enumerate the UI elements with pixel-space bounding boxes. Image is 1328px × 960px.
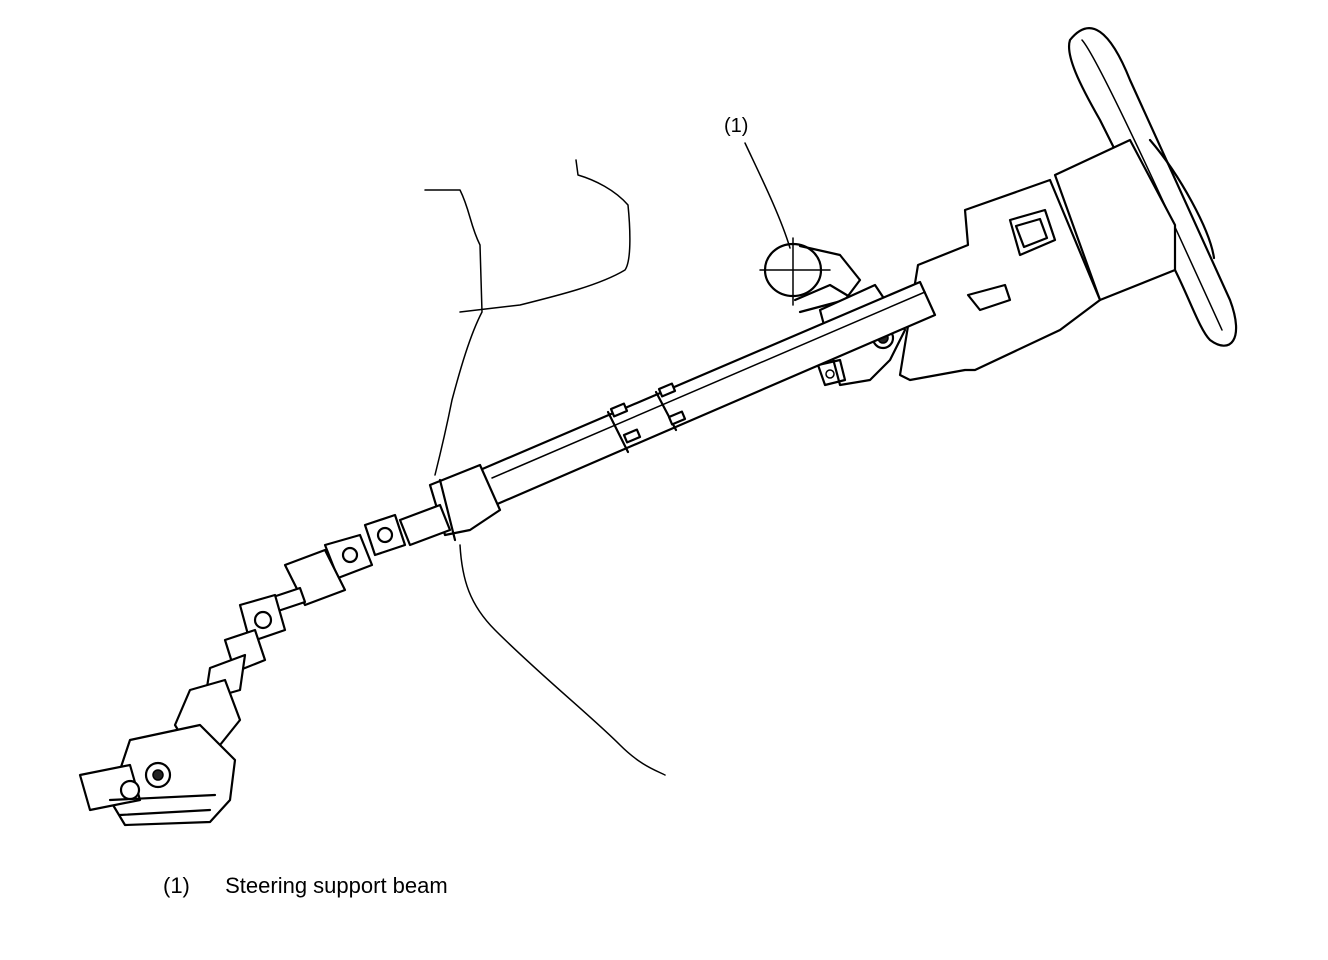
steering-gear-box [78,678,242,827]
legend: (1) Steering support beam [163,872,448,900]
callout-marker: (1) [724,115,749,137]
steering-support-beam [759,237,862,314]
legend-item-label: Steering support beam [225,873,448,898]
steering-column-tube [478,280,937,507]
wiring-harness [424,159,666,776]
steering-wheel [1067,27,1238,347]
legend-item-number: (1) [163,873,190,898]
callout-leader [744,142,791,249]
column-cover [898,138,1177,382]
intermediate-shaft [203,503,452,702]
